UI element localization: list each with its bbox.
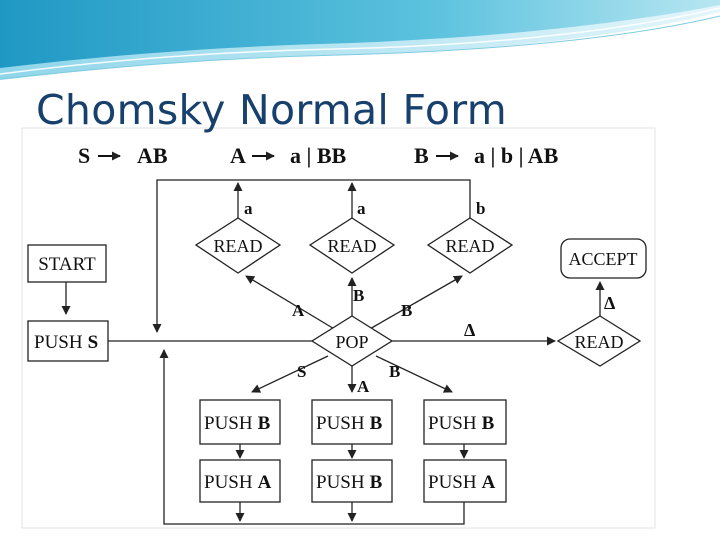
edge-label-pop-to-read2: B: [353, 286, 364, 305]
rule-b-lhs: B: [414, 143, 429, 168]
edge-label-pop-to-read-final: Δ: [464, 320, 475, 340]
push-a-2-symbol: A: [482, 472, 496, 493]
push-a-1-symbol: A: [258, 472, 272, 493]
rule-a-lhs: A: [230, 143, 246, 168]
start-label: START: [38, 254, 96, 275]
push-b-1-prefix: PUSH: [204, 413, 253, 434]
rule-a-rhs: a | BB: [290, 143, 347, 168]
push-b-3-prefix: PUSH: [428, 413, 477, 434]
rule-s-rhs: AB: [137, 143, 168, 168]
edge-label-pop-to-push-middle: A: [357, 377, 370, 396]
push-b-1-symbol: B: [258, 413, 271, 434]
push-b-2-symbol: B: [370, 413, 383, 434]
push-a-1-prefix: PUSH: [204, 472, 253, 493]
push-s-prefix: PUSH: [34, 332, 83, 353]
header-wave-decoration: [0, 0, 720, 80]
edge-label-pop-to-push-right: B: [389, 362, 400, 381]
start-node: START: [28, 245, 106, 282]
push-b-4-prefix: PUSH: [316, 472, 365, 493]
edge-label-pop-to-read3: B: [401, 301, 412, 320]
push-b-3-symbol: B: [482, 413, 495, 434]
pop-label: POP: [335, 332, 368, 352]
flowchart-diagram: S AB A a | BB B a | b | AB: [22, 128, 655, 528]
accept-label: ACCEPT: [568, 249, 637, 269]
read-final-label: READ: [575, 332, 624, 352]
accept-node: ACCEPT: [561, 239, 646, 278]
rule-b-rhs: a | b | AB: [474, 143, 559, 168]
slide-title: Chomsky Normal Form: [36, 90, 507, 131]
push-a-2-prefix: PUSH: [428, 472, 477, 493]
edge-label-pop-to-read1: A: [292, 301, 305, 320]
read-2-label: READ: [328, 236, 377, 256]
edge-label-read2-out: a: [357, 199, 366, 218]
edge-label-read3-out: b: [476, 199, 485, 218]
read-1-label: READ: [214, 236, 263, 256]
edge-label-pop-to-push-left: S: [297, 362, 306, 381]
edge-label-read-final-to-accept: Δ: [604, 293, 615, 313]
rule-s-lhs: S: [78, 143, 90, 168]
push-b-2-prefix: PUSH: [316, 413, 365, 434]
push-s-symbol: S: [88, 332, 99, 353]
edge-label-read1-out: a: [244, 199, 253, 218]
read-3-label: READ: [446, 236, 495, 256]
push-b-4-symbol: B: [370, 472, 383, 493]
